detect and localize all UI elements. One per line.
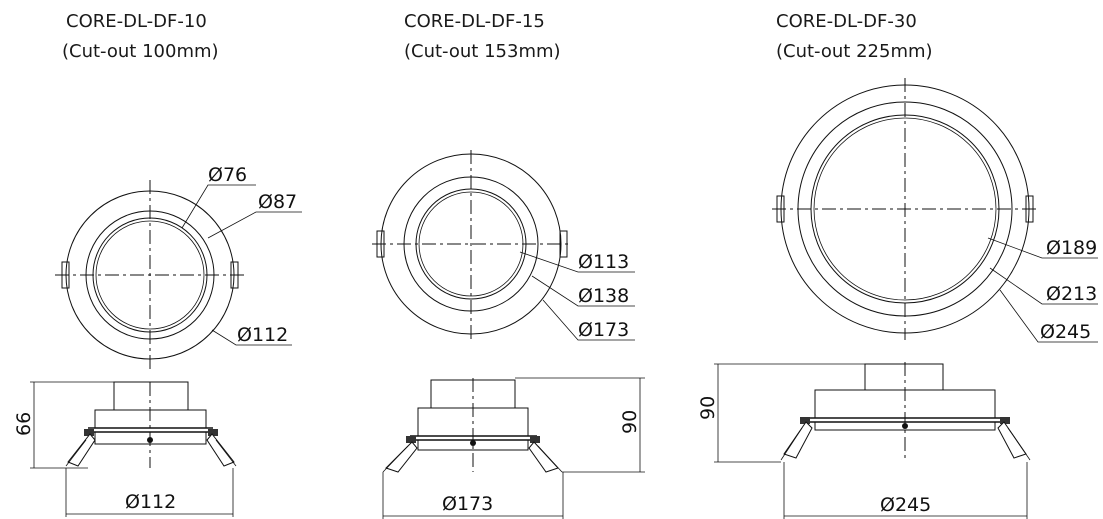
product-1-dim-112: Ø112 [237, 324, 288, 346]
product-3-dim-213: Ø213 [1046, 283, 1097, 305]
product-1-right-spring [208, 429, 218, 436]
product-1-left-arm [67, 433, 96, 467]
product-3-width-label: Ø245 [880, 494, 931, 516]
product-3-cutout: (Cut-out 225mm) [776, 41, 933, 62]
product-1-inner-ring-b [95, 220, 205, 330]
product-2-leader-173 [542, 299, 635, 341]
product-1-left-arm-line [65, 439, 87, 467]
product-3-leader-189 [987, 237, 1098, 259]
product-3-left-arm-line [780, 427, 803, 461]
product-2-right-arm-line [537, 445, 563, 473]
product-3-leader-245 [999, 289, 1098, 343]
product-3-leader-213 [989, 267, 1098, 305]
product-2-leader-138 [531, 275, 635, 307]
product-3-right-arm [997, 421, 1027, 459]
product-3-inner-ring-b [813, 117, 997, 301]
product-3-right-arm-line [1007, 427, 1031, 461]
product-1-right-arm-line [215, 439, 237, 467]
product-1-top-view: Ø76 Ø87 Ø112 [55, 164, 302, 370]
product-2-width-label: Ø173 [442, 493, 493, 515]
product-1-height-label: 66 [13, 412, 35, 436]
product-3-left-arm [783, 421, 813, 459]
product-2-dim-173: Ø173 [578, 319, 629, 341]
product-3-side-view: 90 Ø245 [697, 362, 1031, 519]
product-1-left-spring [84, 429, 94, 436]
product-2-right-spring [530, 436, 540, 443]
product-2-right-arm [528, 441, 559, 473]
product-2-height-label: 90 [619, 410, 641, 434]
product-2-left-spring [406, 436, 416, 443]
product-1-dim-76: Ø76 [208, 164, 247, 186]
product-3-dim-189: Ø189 [1046, 237, 1097, 259]
product-1-right-arm [206, 433, 235, 467]
product-3-body-top [864, 363, 944, 391]
product-3-right-spring [1000, 417, 1010, 424]
product-1-width-label: Ø112 [125, 491, 176, 513]
product-1-model: CORE-DL-DF-10 [66, 11, 207, 32]
product-3-left-spring [800, 417, 810, 424]
product-3-model: CORE-DL-DF-30 [776, 11, 917, 32]
product-2-left-arm-line [382, 445, 409, 473]
product-2-left-arm [385, 441, 418, 473]
product-1-side-view: 66 Ø112 [13, 381, 237, 517]
product-1-cutout: (Cut-out 100mm) [62, 41, 219, 62]
product-1-leader-76 [181, 184, 256, 229]
product-2-side-view: 90 Ø173 [382, 377, 645, 519]
product-1-body-top [113, 381, 189, 411]
product-1-leader-87 [207, 211, 302, 239]
product-1-dim-87: Ø87 [258, 191, 297, 213]
product-2-dim-113: Ø113 [578, 251, 629, 273]
product-3-height-label: 90 [697, 396, 719, 420]
product-3-top-view: Ø189 Ø213 Ø245 [772, 78, 1098, 343]
product-2-cutout: (Cut-out 153mm) [404, 41, 561, 62]
product-1-leader-112 [211, 329, 292, 346]
product-2-model: CORE-DL-DF-15 [404, 11, 545, 32]
product-2-top-view: Ø113 Ø138 Ø173 [372, 150, 635, 341]
product-2-leader-113 [519, 251, 635, 273]
product-2-center-dot [470, 440, 476, 446]
product-3-dim-245: Ø245 [1040, 321, 1091, 343]
product-2-dim-138: Ø138 [578, 285, 629, 307]
